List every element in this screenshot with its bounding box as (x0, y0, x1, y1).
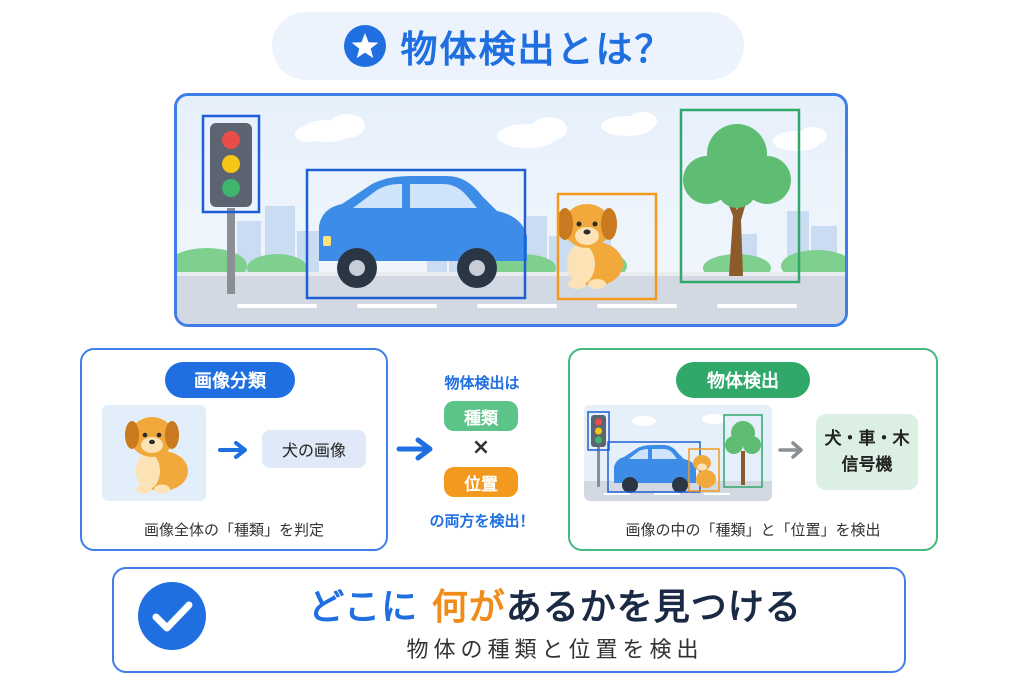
arrow-right-icon (778, 441, 803, 459)
traffic-light-icon (210, 123, 252, 294)
arrow-right-icon (396, 437, 433, 461)
street-scene-thumbnail-illustration (584, 405, 772, 501)
headline-where: どこに (308, 587, 419, 628)
title-banner: 物体検出とは？ (272, 12, 744, 80)
star-icon (343, 25, 386, 67)
detection-caption: 画像の中の「種類」と「位置」を検出 (625, 521, 881, 539)
middle-heading: 物体検出は (444, 374, 520, 392)
classification-caption: 画像全体の「種類」を判定 (143, 521, 324, 539)
classification-badge: 画像分類 (165, 362, 295, 398)
summary-headline: どこに 何があるかを見つける (230, 578, 880, 630)
street-scene-illustration (177, 96, 845, 324)
dog-icon (125, 417, 188, 494)
detection-badge: 物体検出 (676, 362, 810, 398)
detection-result-line1: 犬・車・木 (824, 429, 910, 449)
summary-subline: 物体の種類と位置を検出 (406, 638, 704, 663)
dog-image-thumbnail (102, 405, 206, 501)
middle-footer: の両方を検出！ (429, 512, 535, 530)
dog-icon (557, 204, 623, 289)
car-icon (319, 176, 527, 288)
detection-result-line2: 信号機 (841, 455, 893, 475)
arrow-right-icon (218, 441, 247, 459)
kind-tag: 種類 (444, 401, 518, 431)
times-sign: × (471, 435, 491, 460)
tree-icon (683, 124, 791, 276)
headline-what: 何 (431, 587, 469, 628)
summary-box (112, 567, 906, 673)
page-title: 物体検出とは？ (400, 28, 674, 71)
cloud-icon (295, 112, 827, 151)
detection-result: 犬・車・木 信号機 (816, 414, 918, 490)
headline-ga: が (468, 587, 506, 628)
street-scene (174, 93, 848, 327)
classification-result: 犬の画像 (262, 430, 366, 468)
detection-scene-thumbnail (584, 405, 772, 501)
headline-rest: あるかを見つける (505, 587, 802, 628)
check-circle-icon (138, 582, 206, 650)
position-tag: 位置 (444, 467, 518, 497)
